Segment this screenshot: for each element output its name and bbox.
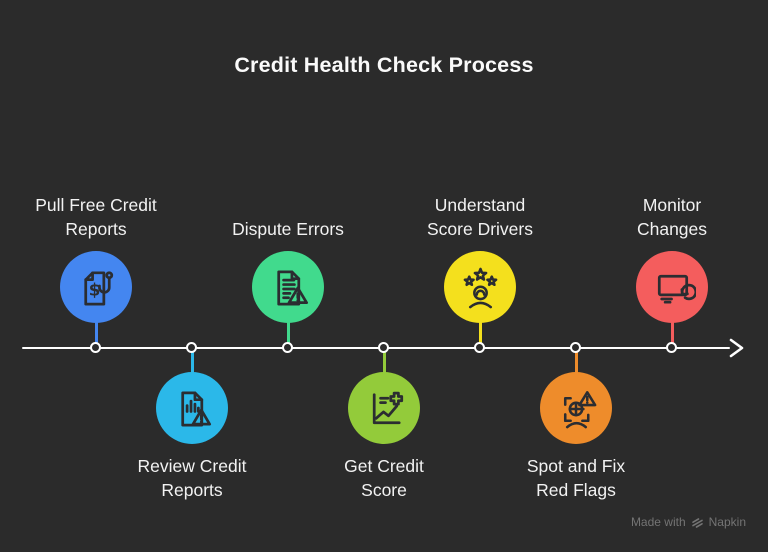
step-label: Spot and Fix Red Flags <box>526 456 626 500</box>
timeline-node <box>186 342 197 353</box>
connector-line <box>94 320 98 348</box>
document-dollar-hook-icon: $ <box>83 270 113 306</box>
connector-line <box>382 349 386 375</box>
monitor-refresh-icon <box>657 274 696 304</box>
connector-line <box>286 320 290 348</box>
timeline-node <box>570 342 581 353</box>
timeline-node <box>666 342 677 353</box>
connector-line <box>670 320 674 348</box>
step-circle <box>444 251 516 323</box>
watermark-prefix: Made with <box>630 515 686 529</box>
napkin-logo-icon <box>691 517 703 528</box>
step-circle <box>348 372 420 444</box>
svg-text:$: $ <box>88 280 100 299</box>
step-label: Dispute Errors <box>232 219 344 239</box>
step-label: Get Credit Score <box>344 456 424 500</box>
document-barchart-warning-icon <box>180 390 211 427</box>
watermark: Made with Napkin <box>631 515 746 529</box>
step-circle <box>540 372 612 444</box>
connector-line <box>478 320 482 348</box>
timeline-line <box>22 346 730 350</box>
watermark-brand: Napkin <box>708 515 746 529</box>
step-circle: $ <box>60 251 132 323</box>
timeline-arrow-icon <box>729 338 744 358</box>
timeline-node <box>378 342 389 353</box>
timeline-node <box>474 342 485 353</box>
diagram-title: Credit Health Check Process <box>234 53 534 77</box>
step-label: Review Credit Reports <box>137 456 247 500</box>
step-circle <box>156 372 228 444</box>
step-circle <box>636 251 708 323</box>
score-chart-plus-icon <box>372 391 403 424</box>
connector-line <box>574 349 578 375</box>
step-label: Monitor Changes <box>636 195 708 239</box>
document-lines-warning-icon <box>276 269 308 306</box>
step-circle <box>252 251 324 323</box>
face-scan-warning-icon <box>563 390 596 428</box>
stars-person-icon <box>463 267 497 308</box>
timeline-node <box>282 342 293 353</box>
timeline-node <box>90 342 101 353</box>
step-label: Pull Free Credit Reports <box>35 195 157 239</box>
connector-line <box>190 349 194 375</box>
step-label: Understand Score Drivers <box>427 195 533 239</box>
